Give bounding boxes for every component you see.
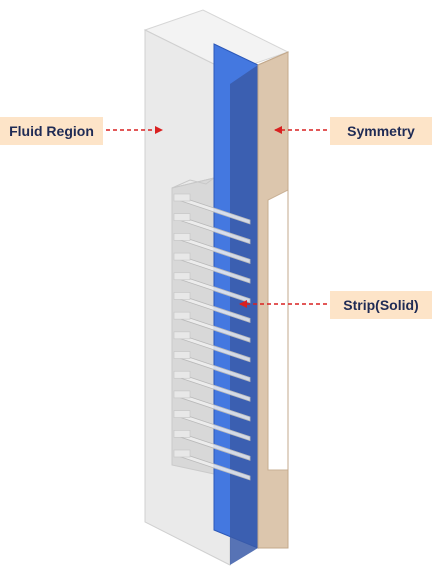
strip-ribs [173,193,251,481]
strip-rib-root [173,292,191,300]
strip-rib-root [173,252,191,261]
fluid-region-label: Fluid Region [0,117,103,145]
strip-rib-root [173,370,191,379]
strip-rib-root [173,351,191,359]
strip-rib-root [173,331,191,340]
strip-rib-root [173,430,191,438]
symmetry-label: Symmetry [330,117,432,145]
strip-solid [213,43,259,565]
strip-rib-root [173,390,191,399]
leader-arrows [106,126,327,308]
symmetry-face [257,51,289,549]
strip-rib-root [173,449,191,458]
strip-rib-root [173,311,191,320]
strip-rib-root [173,272,191,281]
strip-rib-root [173,233,191,241]
strip-rib-root [173,410,191,418]
strip-rib-root [173,213,191,221]
strip-solid-label: Strip(Solid) [330,291,432,319]
strip-rib-root [173,193,191,202]
